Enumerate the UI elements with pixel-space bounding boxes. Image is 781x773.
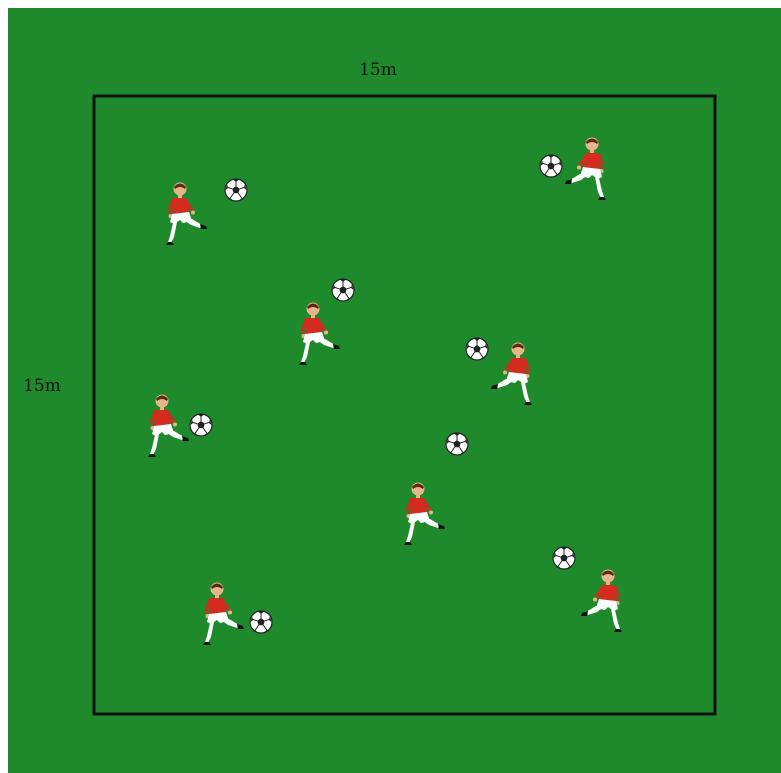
ball-6-icon bbox=[446, 433, 468, 455]
grass-field bbox=[8, 8, 781, 773]
ball-8-icon bbox=[250, 611, 272, 633]
width-label: 15m bbox=[359, 60, 397, 80]
ball-1-icon bbox=[225, 179, 247, 201]
ball-3-icon bbox=[332, 279, 354, 301]
height-label: 15m bbox=[23, 376, 61, 396]
ball-4-icon bbox=[466, 338, 488, 360]
ball-5-icon bbox=[190, 414, 212, 436]
ball-7-icon bbox=[553, 547, 575, 569]
ball-2-icon bbox=[540, 155, 562, 177]
training-pitch: 15m 15m bbox=[8, 8, 781, 773]
